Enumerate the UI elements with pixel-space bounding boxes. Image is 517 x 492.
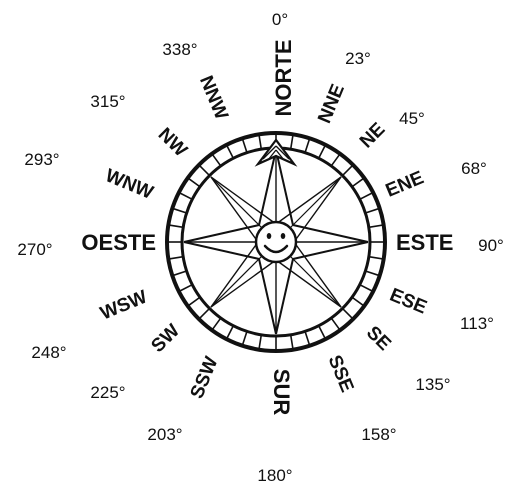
ring-tick	[305, 331, 310, 345]
ring-tick	[369, 225, 384, 227]
label-east: ESTE	[396, 230, 453, 255]
label-wsw: WSW	[97, 287, 150, 325]
star-diagonal-edge	[276, 260, 341, 307]
label-ese: ESE	[387, 285, 430, 319]
ring-tick	[179, 285, 192, 292]
degree-label-248: 248°	[31, 343, 66, 362]
ring-tick	[259, 335, 261, 350]
degree-label-90: 90°	[478, 236, 504, 255]
ring-tick	[319, 326, 326, 339]
label-west: OESTE	[81, 230, 156, 255]
ring-tick	[319, 145, 326, 158]
star-diagonal-edge	[211, 260, 276, 307]
ring-tick	[305, 138, 310, 152]
star-diagonal-edge	[276, 177, 341, 224]
label-nne: NNE	[314, 81, 349, 126]
ring-tick	[188, 297, 200, 306]
label-ene: ENE	[383, 167, 427, 201]
ring-tick	[342, 165, 353, 176]
ring-tick	[212, 318, 221, 330]
degree-label-45: 45°	[399, 109, 425, 128]
star-diagonal-edge	[211, 242, 258, 307]
degree-label-180: 180°	[257, 466, 292, 485]
ring-tick	[360, 193, 373, 200]
degree-label-225: 225°	[90, 383, 125, 402]
ring-tick	[360, 285, 373, 292]
ring-tick	[369, 257, 384, 259]
star-diagonal-edge	[294, 177, 341, 242]
degree-label-158: 158°	[361, 425, 396, 444]
degree-label-338: 338°	[162, 40, 197, 59]
degree-label-203: 203°	[147, 425, 182, 444]
ring-tick	[188, 178, 200, 187]
ring-tick	[365, 271, 379, 276]
degree-label-0: 0°	[272, 10, 288, 29]
star-diagonal-edge	[211, 177, 258, 242]
label-sw: SW	[147, 320, 184, 357]
degree-label-135: 135°	[415, 375, 450, 394]
ring-tick	[331, 154, 340, 166]
ring-tick	[179, 193, 192, 200]
ring-tick	[172, 271, 186, 276]
ring-tick	[352, 297, 364, 306]
ring-tick	[331, 318, 340, 330]
degree-label-315: 315°	[90, 92, 125, 111]
ring-tick	[365, 208, 379, 213]
degree-label-23: 23°	[345, 49, 371, 68]
ring-tick	[259, 134, 261, 149]
label-ne: NE	[356, 119, 390, 153]
label-sse: SSE	[323, 352, 357, 395]
label-wnw: WNW	[102, 165, 156, 203]
degree-label-113: 113°	[460, 314, 494, 333]
degree-label-68: 68°	[461, 159, 487, 178]
smiley-face-icon	[256, 222, 296, 262]
ring-tick	[168, 225, 183, 227]
ring-tick	[227, 145, 234, 158]
star-diagonal-edge	[294, 242, 341, 307]
degree-label-293: 293°	[24, 150, 59, 169]
ring-tick	[242, 138, 247, 152]
ring-tick	[242, 331, 247, 345]
label-nnw: NNW	[195, 73, 232, 123]
star-diagonal-edge	[211, 177, 276, 224]
label-se: SE	[362, 322, 395, 355]
ring-tick	[227, 326, 234, 339]
ring-tick	[199, 308, 210, 319]
degree-label-270: 270°	[17, 240, 52, 259]
ring-tick	[212, 154, 221, 166]
label-south: SUR	[269, 369, 294, 416]
label-ssw: SSW	[187, 354, 223, 402]
ring-tick	[291, 335, 293, 350]
ring-tick	[352, 178, 364, 187]
ring-tick	[168, 257, 183, 259]
label-nw: NW	[154, 124, 191, 161]
label-north: NORTE	[271, 40, 296, 117]
ring-tick	[172, 208, 186, 213]
ring-tick	[291, 134, 293, 149]
ring-tick	[199, 165, 210, 176]
ring-tick	[342, 308, 353, 319]
